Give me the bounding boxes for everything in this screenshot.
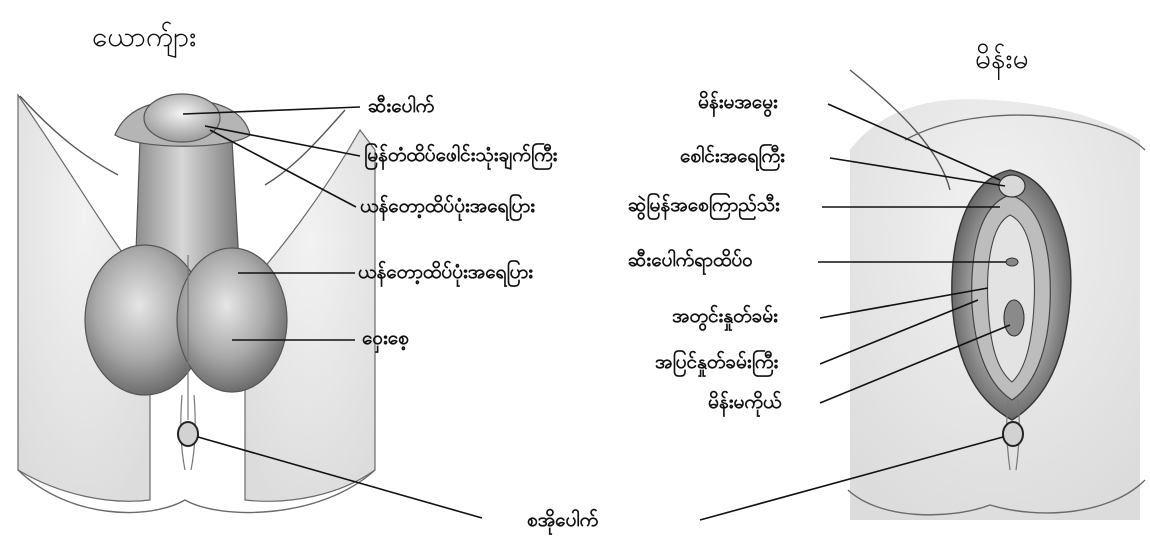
leader-labia-majora — [819, 299, 979, 365]
female-upper-curve — [904, 114, 1146, 151]
male-title: ယောက်ျား — [92, 20, 197, 53]
leader-labia-minora — [819, 287, 989, 319]
leader-clitoris-hood — [829, 157, 1006, 187]
male-figure — [17, 93, 376, 514]
label-mons: မိန်းမအမွေး — [698, 91, 778, 113]
leader-mons — [827, 103, 1001, 181]
label-scrotum: ဝှေးစေ့ — [362, 327, 409, 349]
female-clitoris — [998, 174, 1026, 198]
leader-anus-female — [699, 436, 1004, 521]
label-labia-majora: အပြင်နှုတ်ခမ်းကြီး — [655, 351, 779, 373]
label-clitoris-hood: စေါင်းအရေကြီး — [680, 145, 785, 167]
male-thigh-line-left — [19, 95, 119, 176]
female-figure — [847, 69, 1146, 521]
label-shaft: ယန်တော့ထိပ်ပုံးအရေပြား — [360, 195, 536, 217]
male-testis-right — [176, 247, 288, 393]
label-shaft-skin: ယန်တော့ထိပ်ပုံးအရေပြား — [358, 261, 534, 283]
label-vagina: မိန်းမကိုယ် — [708, 391, 782, 413]
male-thigh-line-right — [264, 109, 346, 186]
label-foreskin: မြန်တံထိပ်ဖေါင်းသုံးချက်ကြီး — [364, 144, 558, 166]
male-anus — [177, 421, 199, 447]
label-urethra: ဆီးပေါက်ရာထိပ်ဝ — [628, 249, 753, 271]
male-buttock-curve — [17, 469, 376, 514]
female-title: မိန်းမ — [975, 42, 1029, 75]
leader-foreskin — [204, 125, 361, 157]
female-anus — [1002, 421, 1024, 447]
leader-vagina — [819, 324, 1011, 404]
label-glans: ဆီးပေါက် — [368, 95, 435, 117]
label-labia-minora: အတွင်းနှုတ်ခမ်း — [672, 305, 778, 327]
label-anus: စအိုပေါက် — [527, 509, 599, 531]
label-clitoris: ဆွဲမြန်အစေကြာည်သီး — [628, 194, 780, 216]
leader-shaft — [209, 129, 357, 208]
female-urethra — [1005, 257, 1019, 267]
female-labia-minora — [987, 214, 1035, 383]
female-buttock-curve — [847, 479, 1146, 516]
leader-lines — [182, 103, 1011, 521]
female-vaginal-opening — [1003, 299, 1025, 337]
leader-glans — [182, 106, 361, 115]
male-glans — [143, 93, 221, 143]
leader-anus-male — [197, 436, 483, 519]
